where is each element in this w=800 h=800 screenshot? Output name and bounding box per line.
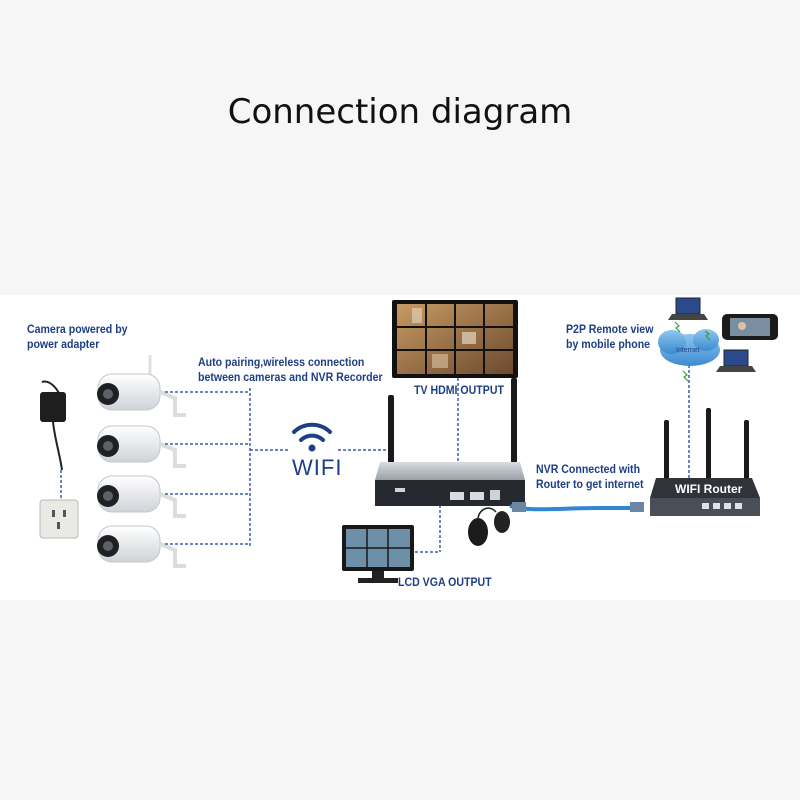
camera-icon [97,425,186,468]
signal-bolt-icon [674,321,711,382]
mouse-icon [468,507,510,546]
wifi-label: WIFI [292,455,343,480]
camera-icon [97,475,186,518]
mobile-phone-icon [722,314,778,340]
nvr-recorder-icon [375,378,525,506]
wifi-router-icon [650,408,760,516]
auto-pairing-label: Auto pairing,wireless connection between… [198,357,383,384]
camera-power-label: Camera powered by power adapter [27,324,128,351]
wifi-icon [292,422,332,452]
tv-monitor-icon [392,300,518,378]
p2p-remote-label: P2P Remote view by mobile phone [566,324,654,351]
tv-hdmi-output-label: TV HDMI OUTPUT [414,385,504,397]
wall-socket-icon [39,499,79,539]
lcd-vga-output-label: LCD VGA OUTPUT [398,577,492,589]
ethernet-cable [509,502,644,512]
laptop-icon [716,349,756,372]
power-adapter-icon [40,380,66,471]
nvr-router-label: NVR Connected with Router to get interne… [536,464,644,491]
laptop-icon [668,297,708,320]
cloud-label: Internet [676,347,700,354]
internet-cloud-icon: Internet [658,329,720,366]
wireless-link-lines [165,388,441,553]
router-label: WIFI Router [675,482,743,496]
lcd-monitor-icon [342,525,414,583]
camera-icon [97,355,186,417]
camera-icon [97,525,186,568]
page-title: Connection diagram [227,92,573,132]
